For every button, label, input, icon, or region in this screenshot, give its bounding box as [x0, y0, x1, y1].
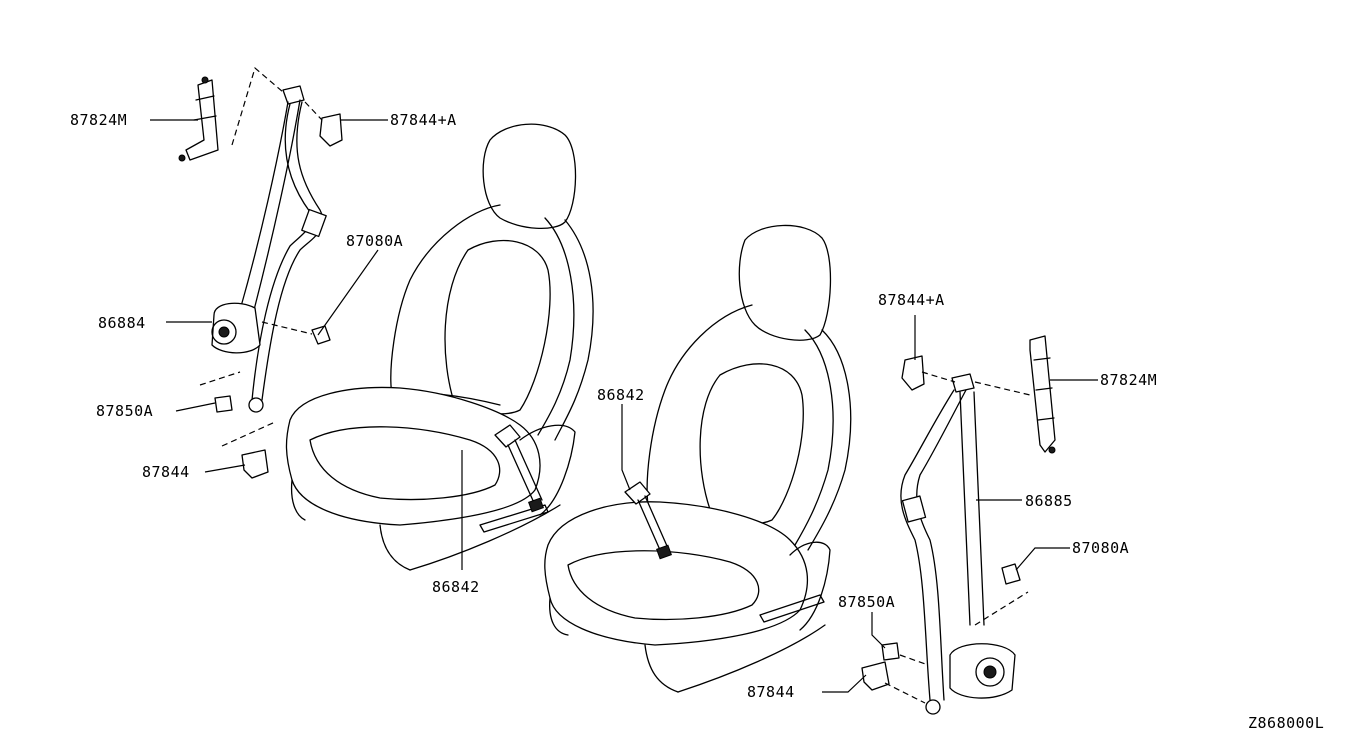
right-seat — [544, 224, 852, 693]
label-retractor-left-front: 86885 — [1025, 492, 1073, 510]
label-buckle-upper: 86842 — [597, 386, 645, 404]
label-adjuster-right: 87824M — [1100, 371, 1157, 389]
label-bolt-right: 87080A — [1072, 539, 1129, 557]
label-retractor-right-front: 86884 — [98, 314, 146, 332]
label-adjuster-left: 87824M — [70, 111, 127, 129]
label-cover-lower-right: 87844 — [747, 683, 795, 701]
left-belt-assembly — [178, 66, 343, 479]
label-cover-upper-left: 87844+A — [390, 111, 457, 129]
figure-code: Z868000L — [1248, 714, 1324, 732]
label-nut-left: 87850A — [96, 402, 153, 420]
label-cover-lower-left: 87844 — [142, 463, 190, 481]
buckle-lower-part — [624, 481, 672, 560]
leader-lines — [150, 119, 1098, 693]
left-seat — [285, 123, 594, 571]
label-nut-right: 87850A — [838, 593, 895, 611]
part-labels: 87824M 87844+A 87080A 86884 87850A 87844… — [70, 111, 1324, 732]
label-bolt-left: 87080A — [346, 232, 403, 250]
buckle-upper-part — [494, 424, 544, 513]
label-cover-upper-right: 87844+A — [878, 291, 945, 309]
right-belt-assembly — [861, 335, 1056, 715]
label-buckle-lower: 86842 — [432, 578, 480, 596]
